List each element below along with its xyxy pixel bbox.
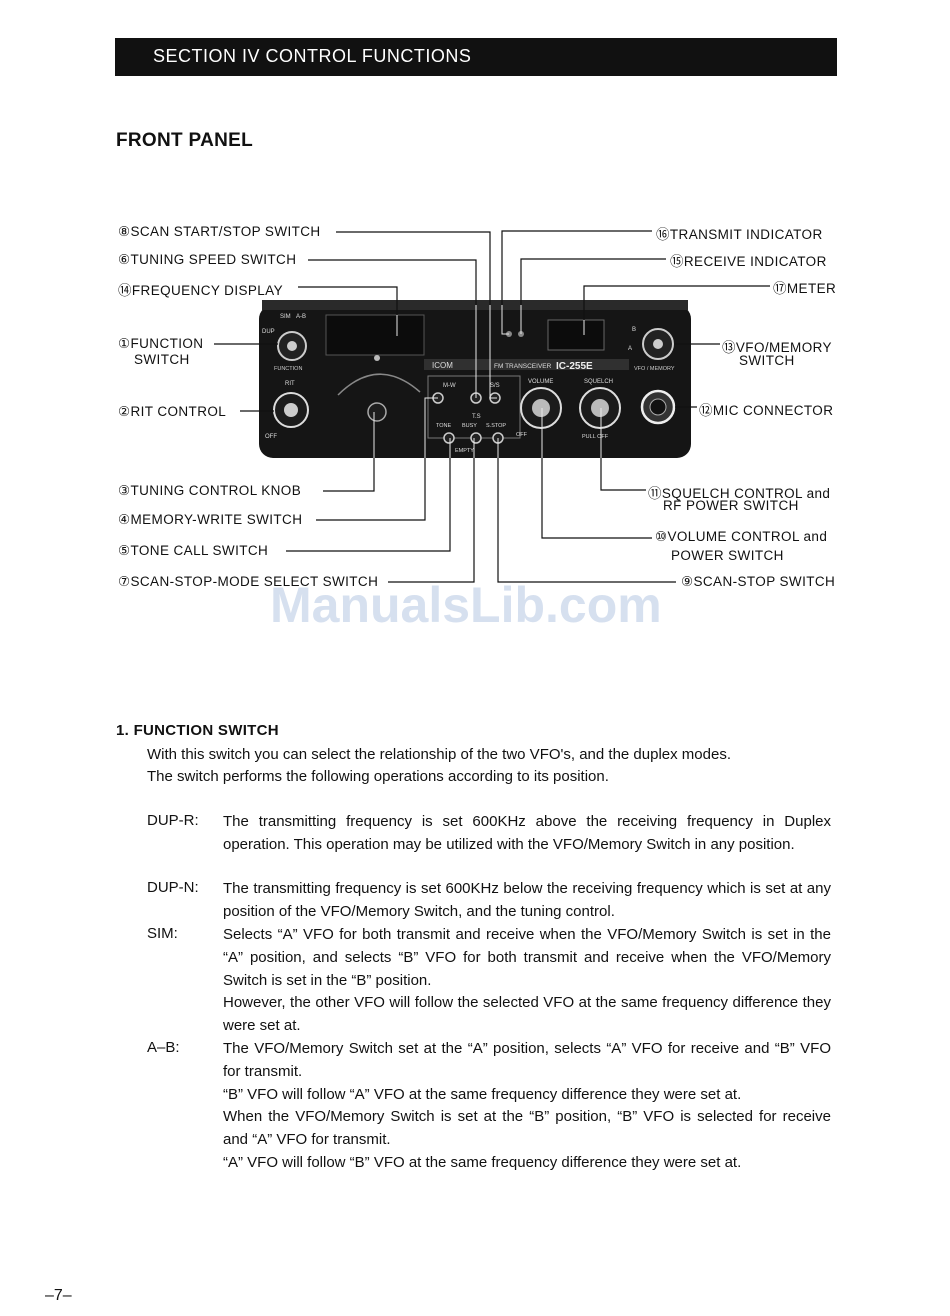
section-header-title: SECTION IV CONTROL FUNCTIONS bbox=[153, 46, 472, 66]
svg-text:OFF: OFF bbox=[265, 434, 277, 440]
callout-rit-control: ②RIT CONTROL bbox=[118, 404, 227, 419]
svg-text:VOLUME: VOLUME bbox=[528, 379, 553, 385]
svg-text:SQUELCH: SQUELCH bbox=[584, 379, 613, 385]
callout-vfo-memory: ⑬VFO/MEMORY bbox=[722, 340, 832, 355]
callout-receive-indicator: ⑮RECEIVE INDICATOR bbox=[670, 254, 827, 269]
tuning-knob bbox=[367, 402, 387, 422]
callout-scan-stop: ⑨SCAN-STOP SWITCH bbox=[681, 574, 836, 589]
meter-window bbox=[547, 319, 605, 351]
svg-text:B: B bbox=[632, 327, 636, 333]
radio-top-strip bbox=[262, 300, 688, 310]
page-number: –7– bbox=[45, 1287, 72, 1304]
callout-volume-control: ⑩VOLUME CONTROL and bbox=[655, 529, 828, 544]
panel-model-desc: FM TRANSCEIVER bbox=[494, 363, 552, 370]
tuning-knob-marker bbox=[374, 355, 380, 361]
callout-mic-connector: ⑫MIC CONNECTOR bbox=[699, 403, 834, 418]
entry-line: Selects “A” VFO for both transmit and re… bbox=[223, 926, 831, 989]
frequency-display-window bbox=[325, 314, 425, 356]
scan-stop-mode-button bbox=[470, 432, 482, 444]
entry-text-dup-r: The transmitting frequency is set 600KHz… bbox=[223, 811, 831, 857]
callout-function-switch-2: SWITCH bbox=[134, 352, 190, 367]
callout-meter: ⑰METER bbox=[773, 281, 837, 296]
svg-text:VFO / MEMORY: VFO / MEMORY bbox=[634, 366, 675, 372]
panel-model: IC-255E bbox=[556, 361, 593, 372]
callout-vfo-memory-2: SWITCH bbox=[739, 353, 795, 368]
entry-line: The transmitting frequency is set 600KHz… bbox=[223, 813, 831, 853]
svg-text:A: A bbox=[628, 346, 632, 352]
entry-label-dup-n: DUP-N: bbox=[147, 879, 199, 896]
entry-line: The VFO/Memory Switch set at the “A” pos… bbox=[223, 1040, 831, 1080]
callout-memory-write: ④MEMORY-WRITE SWITCH bbox=[118, 512, 303, 527]
entry-line: When the VFO/Memory Switch is set at the… bbox=[223, 1108, 831, 1149]
leader-lines bbox=[214, 230, 770, 583]
svg-text:T.S: T.S bbox=[472, 414, 481, 420]
entry-text-a-b: The VFO/Memory Switch set at the “A” pos… bbox=[223, 1038, 831, 1175]
callout-transmit-indicator: ⑯TRANSMIT INDICATOR bbox=[656, 227, 823, 242]
watermark: ManualsLib.com bbox=[270, 577, 662, 633]
callout-squelch-control-2: RF POWER SWITCH bbox=[663, 498, 799, 513]
entry-line: However, the other VFO will follow the s… bbox=[223, 994, 831, 1035]
leader-lines-inner bbox=[373, 305, 602, 458]
callout-squelch-control: ⑪SQUELCH CONTROL and bbox=[648, 486, 831, 501]
svg-text:S.STOP: S.STOP bbox=[486, 423, 506, 429]
front-panel-diagram: ICOM FM TRANSCEIVER IC-255E SIM A-B DUP … bbox=[214, 230, 770, 583]
function-switch-intro-2: The switch performs the following operat… bbox=[147, 768, 609, 785]
svg-text:PULL OFF: PULL OFF bbox=[582, 434, 609, 440]
section-header-bar: SECTION IV CONTROL FUNCTIONS bbox=[115, 38, 837, 76]
tone-call-button bbox=[443, 432, 455, 444]
function-switch-intro-1: With this switch you can select the rela… bbox=[147, 746, 731, 763]
svg-text:DUP: DUP bbox=[262, 329, 275, 335]
callout-volume-control-2: POWER SWITCH bbox=[671, 548, 784, 563]
callout-tone-call: ⑤TONE CALL SWITCH bbox=[118, 543, 269, 558]
entry-text-dup-n: The transmitting frequency is set 600KHz… bbox=[223, 878, 831, 924]
callout-function-switch: ①FUNCTION bbox=[118, 336, 204, 351]
front-panel-title: FRONT PANEL bbox=[116, 130, 253, 151]
svg-text:RIT: RIT bbox=[285, 381, 295, 387]
svg-text:OFF: OFF bbox=[516, 432, 528, 438]
entry-label-dup-r: DUP-R: bbox=[147, 812, 199, 829]
callout-scan-stop-mode: ⑦SCAN-STOP-MODE SELECT SWITCH bbox=[118, 574, 379, 589]
callout-scan-start-stop: ⑧SCAN START/STOP SWITCH bbox=[118, 224, 321, 239]
svg-text:BUSY: BUSY bbox=[462, 423, 477, 429]
svg-text:EMPTY: EMPTY bbox=[455, 448, 474, 454]
svg-text:FUNCTION: FUNCTION bbox=[274, 366, 302, 372]
svg-text:S/S: S/S bbox=[490, 383, 500, 389]
function-switch-heading: 1. FUNCTION SWITCH bbox=[116, 722, 279, 739]
svg-text:SIM: SIM bbox=[280, 314, 291, 320]
entry-label-a-b: A–B: bbox=[147, 1039, 180, 1056]
entry-line: “B” VFO will follow “A” VFO at the same … bbox=[223, 1085, 742, 1103]
svg-text:TONE: TONE bbox=[436, 423, 452, 429]
callout-tuning-speed: ⑥TUNING SPEED SWITCH bbox=[118, 252, 297, 267]
svg-text:A-B: A-B bbox=[296, 314, 306, 320]
entry-line: The transmitting frequency is set 600KHz… bbox=[223, 880, 831, 920]
entry-label-sim: SIM: bbox=[147, 925, 178, 942]
panel-brand: ICOM bbox=[432, 361, 453, 370]
callout-tuning-control-knob: ③TUNING CONTROL KNOB bbox=[118, 483, 302, 498]
callout-frequency-display: ⑭FREQUENCY DISPLAY bbox=[118, 283, 283, 298]
entry-line: “A” VFO will follow “B” VFO at the same … bbox=[223, 1153, 742, 1171]
svg-text:M-W: M-W bbox=[443, 383, 456, 389]
entry-text-sim: Selects “A” VFO for both transmit and re… bbox=[223, 924, 831, 1038]
